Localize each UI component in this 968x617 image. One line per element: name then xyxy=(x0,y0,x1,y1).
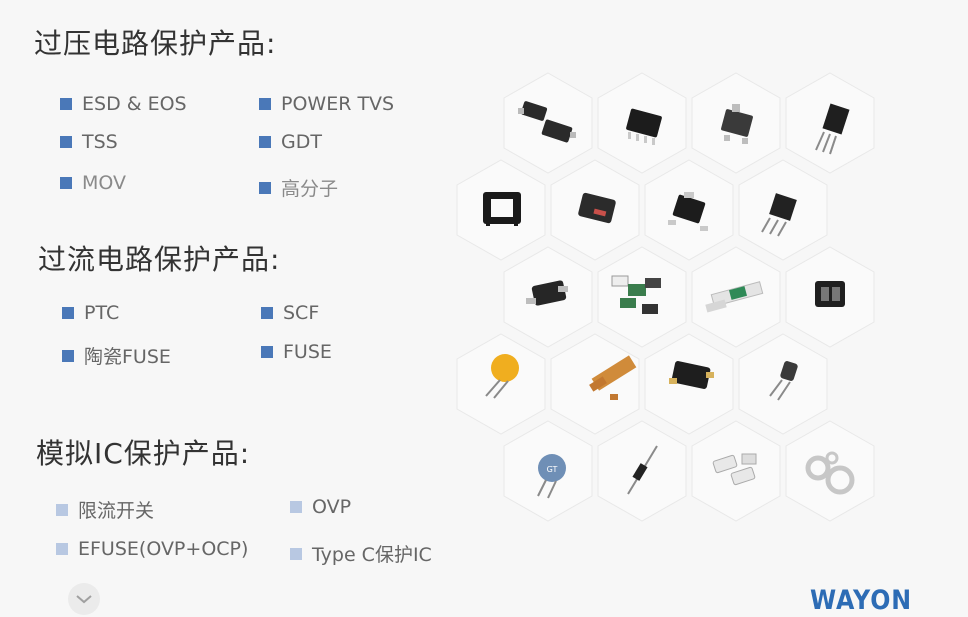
list-item-ceramic-fuse: 陶瓷FUSE xyxy=(62,342,171,369)
sop8-chip-icon xyxy=(626,108,662,145)
list-item-esd-eos: ESD & EOS xyxy=(60,93,187,115)
scroll-down-button[interactable] xyxy=(68,583,100,615)
item-label: FUSE xyxy=(283,341,332,363)
section-title-analog-ic: 模拟IC保护产品: xyxy=(36,437,251,470)
strap-ptc-icon xyxy=(589,355,637,400)
item-label: ESD & EOS xyxy=(82,93,187,115)
item-label: POWER TVS xyxy=(281,93,395,115)
item-label: EFUSE(OVP+OCP) xyxy=(78,538,249,560)
item-label: OVP xyxy=(312,496,352,518)
list-item-mov: MOV xyxy=(60,172,126,194)
list-item-scf: SCF xyxy=(261,302,319,324)
radial-ptc-icon xyxy=(485,354,519,399)
item-label: 限流开关 xyxy=(78,500,155,522)
smd-fuse-block-icon xyxy=(669,361,714,389)
bullet-square xyxy=(290,501,302,513)
sot89-transistor-icon xyxy=(668,192,708,231)
bullet-square xyxy=(60,136,72,148)
item-label: Type C保护IC xyxy=(312,544,432,566)
list-item-fuse: FUSE xyxy=(261,341,332,363)
list-item-polymer: 高分子 xyxy=(259,174,338,201)
smd-ptc-chips-icon xyxy=(611,275,661,314)
gdt-disc-icon: GT xyxy=(537,454,566,499)
bullet-square xyxy=(62,349,74,362)
smd-power-diode-icon xyxy=(526,280,568,306)
bullet-square xyxy=(62,307,74,319)
list-item-gdt: GDT xyxy=(259,131,322,153)
svg-text:WAYON: WAYON xyxy=(810,585,912,616)
bullet-square xyxy=(60,177,72,189)
bullet-square xyxy=(290,547,302,560)
item-label: TSS xyxy=(82,131,118,153)
smc-diode-icon xyxy=(578,192,616,224)
smd-ceramic-fuse-icon xyxy=(712,453,757,486)
item-label: 高分子 xyxy=(281,178,339,200)
item-label: PTC xyxy=(84,302,120,324)
list-item-tss: TSS xyxy=(60,131,118,153)
to251-package-icon xyxy=(761,193,797,237)
list-item-ovp: OVP xyxy=(290,496,351,518)
section-title-overcurrent: 过流电路保护产品: xyxy=(38,243,281,276)
bullet-square xyxy=(259,98,271,110)
smd-fuse-strip-icon xyxy=(705,281,764,313)
list-item-current-limit-switch: 限流开关 xyxy=(56,496,154,523)
bullet-square xyxy=(56,503,68,516)
smd-diode-pair-icon xyxy=(518,101,576,143)
chevron-down-icon xyxy=(76,595,92,604)
list-item-ptc: PTC xyxy=(62,302,119,324)
bullet-square xyxy=(259,136,271,148)
wayon-logo: WAYON xyxy=(810,585,912,616)
bullet-square xyxy=(56,543,68,555)
list-item-power-tvs: POWER TVS xyxy=(259,93,394,115)
dfn-package-icon xyxy=(483,192,521,226)
list-item-type-c-ic: Type C保护IC xyxy=(290,540,432,567)
axial-diode-icon xyxy=(627,445,658,495)
to220-package-icon xyxy=(815,103,850,155)
bullet-square xyxy=(259,181,271,194)
svg-text:GT: GT xyxy=(547,465,558,474)
item-label: SCF xyxy=(283,302,320,324)
item-label: 陶瓷FUSE xyxy=(84,346,171,368)
bullet-square xyxy=(261,307,273,319)
metal-washer-icon xyxy=(805,451,855,495)
radial-sensor-icon xyxy=(769,361,798,401)
item-label: MOV xyxy=(82,172,127,194)
item-label: GDT xyxy=(281,131,322,153)
list-item-efuse: EFUSE(OVP+OCP) xyxy=(56,538,248,560)
ceramic-fuse-block-icon xyxy=(815,281,845,307)
bullet-square xyxy=(261,346,273,358)
section-title-overvoltage: 过压电路保护产品: xyxy=(34,27,277,60)
bullet-square xyxy=(60,98,72,110)
sot-transistor-icon xyxy=(721,104,753,144)
